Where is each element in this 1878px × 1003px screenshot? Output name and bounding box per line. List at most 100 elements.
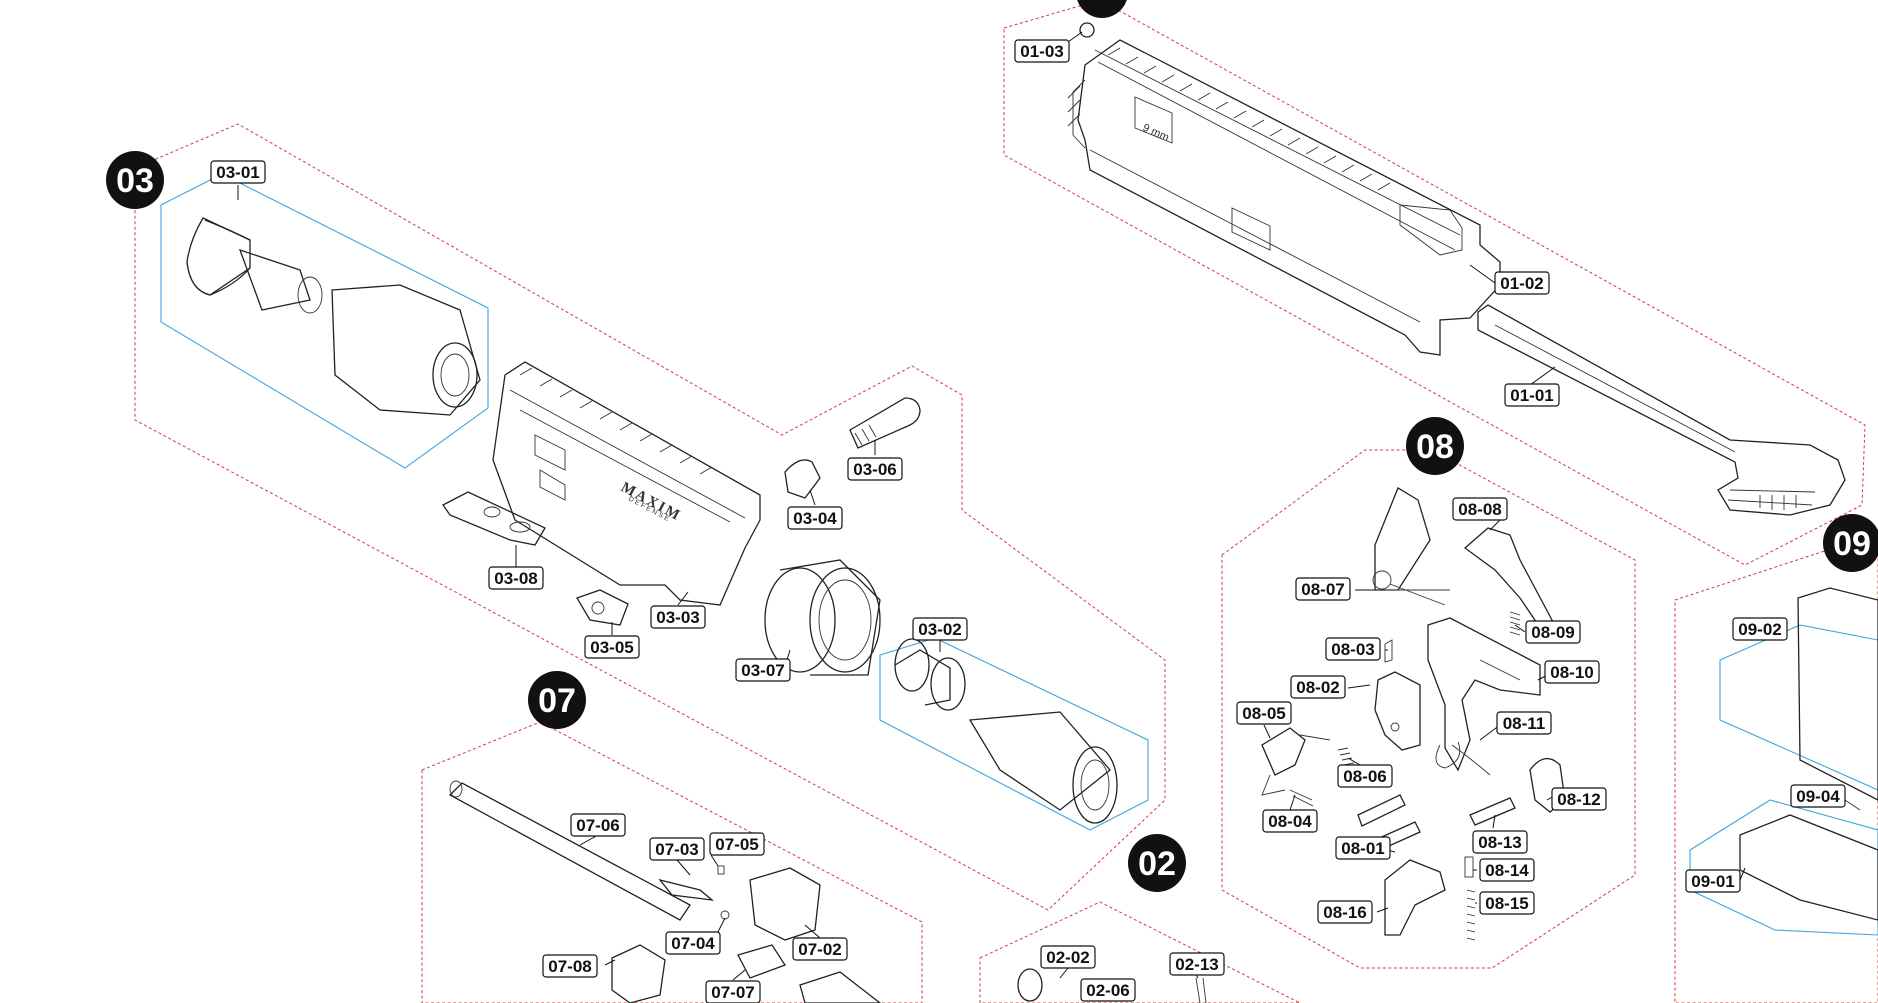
svg-text:07-02: 07-02	[798, 940, 841, 959]
svg-text:03-03: 03-03	[656, 608, 699, 627]
svg-text:09-02: 09-02	[1738, 620, 1781, 639]
svg-text:09-04: 09-04	[1796, 787, 1840, 806]
part-label-07-03: 07-03	[649, 837, 705, 861]
svg-text:01-02: 01-02	[1500, 274, 1543, 293]
part-07-04-arm	[720, 910, 730, 920]
part-03-02-comp-sleeve	[894, 638, 1118, 824]
part-02-02-piston-head	[1017, 968, 1043, 1002]
part-label-03-06: 03-06	[847, 457, 903, 481]
part-02-13-spring-guide	[1195, 977, 1207, 1003]
svg-text:02-13: 02-13	[1175, 955, 1218, 974]
svg-text:08-11: 08-11	[1503, 714, 1546, 733]
part-08-09-spring	[1509, 611, 1521, 636]
part-label-08-06: 08-06	[1337, 764, 1393, 788]
group-07-boundary	[421, 721, 923, 1003]
svg-text:03-07: 03-07	[741, 661, 784, 680]
svg-text:07-03: 07-03	[655, 840, 698, 859]
svg-text:08-02: 08-02	[1296, 678, 1339, 697]
subassembly-03-02-boundary	[879, 637, 1149, 831]
part-label-08-08: 08-08	[1452, 497, 1508, 521]
part-label-07-07: 07-07	[705, 980, 761, 1003]
svg-text:08-01: 08-01	[1341, 839, 1384, 858]
svg-text:08-15: 08-15	[1485, 894, 1528, 913]
part-08-06-spring	[1337, 747, 1355, 766]
part-label-03-01: 03-01	[210, 160, 266, 184]
caliber-marking: 9 mm	[1141, 122, 1171, 144]
svg-text:01-03: 01-03	[1020, 42, 1063, 61]
part-label-08-04: 08-04	[1262, 809, 1318, 833]
part-08-16-safety-lever	[1384, 859, 1446, 936]
svg-text:03-08: 03-08	[494, 569, 537, 588]
part-label-03-05: 03-05	[584, 635, 640, 659]
svg-text:09-01: 09-01	[1691, 872, 1734, 891]
svg-text:08-03: 08-03	[1331, 640, 1374, 659]
part-08-04-detent	[1289, 789, 1314, 807]
subassembly-09-01-boundary	[1689, 799, 1878, 936]
part-label-03-08: 03-08	[488, 566, 544, 590]
part-label-08-15: 08-15	[1479, 891, 1535, 915]
part-08-02-selector-block	[1374, 671, 1421, 751]
svg-text:08-05: 08-05	[1242, 704, 1285, 723]
part-03-08-sling-plate	[442, 491, 546, 546]
group-01-badge-partial	[1077, 0, 1127, 18]
svg-text:08-13: 08-13	[1478, 833, 1521, 852]
part-label-08-13: 08-13	[1472, 830, 1528, 854]
svg-text:07-07: 07-07	[711, 983, 754, 1002]
part-07-02-hop-chamber	[749, 867, 821, 941]
group-03-boundary	[134, 123, 1166, 911]
part-03-07-barrel-nut	[764, 559, 881, 676]
part-08-07-hammer	[1372, 487, 1450, 606]
svg-text:07-08: 07-08	[548, 957, 591, 976]
part-09-01-cylinder	[1739, 814, 1878, 921]
part-label-07-06: 07-06	[570, 813, 626, 837]
part-label-01-02: 01-02	[1494, 271, 1550, 295]
part-label-07-02: 07-02	[792, 937, 848, 961]
svg-text:08-14: 08-14	[1485, 861, 1529, 880]
svg-text:08-10: 08-10	[1550, 663, 1593, 682]
part-08-13-pin	[1469, 797, 1516, 826]
svg-text:02-02: 02-02	[1046, 948, 1089, 967]
part-07-06-inner-barrel	[448, 780, 691, 921]
group-02-boundary	[979, 901, 1301, 1003]
part-label-08-10: 08-10	[1544, 660, 1600, 684]
group-08-boundary	[1221, 449, 1636, 969]
part-label-08-03: 08-03	[1325, 637, 1381, 661]
part-label-03-02: 03-02	[912, 617, 968, 641]
part-08-11-trigger-spring	[1435, 741, 1491, 776]
part-08-14-detent	[1464, 856, 1474, 878]
svg-text:07-05: 07-05	[715, 835, 758, 854]
part-label-08-01: 08-01	[1335, 836, 1391, 860]
part-08-08-disconnector	[1463, 527, 1553, 637]
part-label-08-16: 08-16	[1317, 900, 1373, 924]
svg-text:08-08: 08-08	[1458, 500, 1501, 519]
part-label-02-13: 02-13	[1169, 952, 1225, 976]
part-label-02-06: 02-06	[1080, 978, 1136, 1002]
part-label-08-07: 08-07	[1295, 577, 1351, 601]
part-label-07-04: 07-04	[665, 931, 721, 955]
part-03-04-nut	[784, 459, 821, 499]
part-label-08-12: 08-12	[1551, 787, 1607, 811]
part-08-03-pin	[1384, 639, 1393, 663]
part-label-01-01: 01-01	[1504, 383, 1560, 407]
part-09-04-spring	[1844, 799, 1861, 811]
part-08-05-safety	[1261, 727, 1331, 796]
subassembly-03-01-boundary	[160, 173, 489, 469]
part-07-ring-partial	[799, 971, 882, 1003]
svg-text:08: 08	[1416, 428, 1454, 466]
svg-text:02: 02	[1138, 845, 1176, 883]
part-label-09-02: 09-02	[1732, 617, 1788, 641]
part-label-08-09: 08-09	[1525, 620, 1581, 644]
svg-text:07-04: 07-04	[671, 934, 715, 953]
group-07-badge: 07	[528, 671, 586, 729]
svg-text:08-07: 08-07	[1301, 580, 1344, 599]
part-label-01-03: 01-03	[1014, 39, 1070, 63]
part-01-03-oring	[1079, 22, 1095, 38]
group-08-badge: 08	[1406, 417, 1464, 475]
svg-text:02-06: 02-06	[1086, 981, 1129, 1000]
leader-lines	[237, 31, 1844, 981]
group-09-badge: 09	[1823, 514, 1878, 572]
svg-text:03: 03	[116, 162, 154, 200]
svg-text:08-09: 08-09	[1531, 623, 1574, 642]
part-label-07-05: 07-05	[709, 832, 765, 856]
